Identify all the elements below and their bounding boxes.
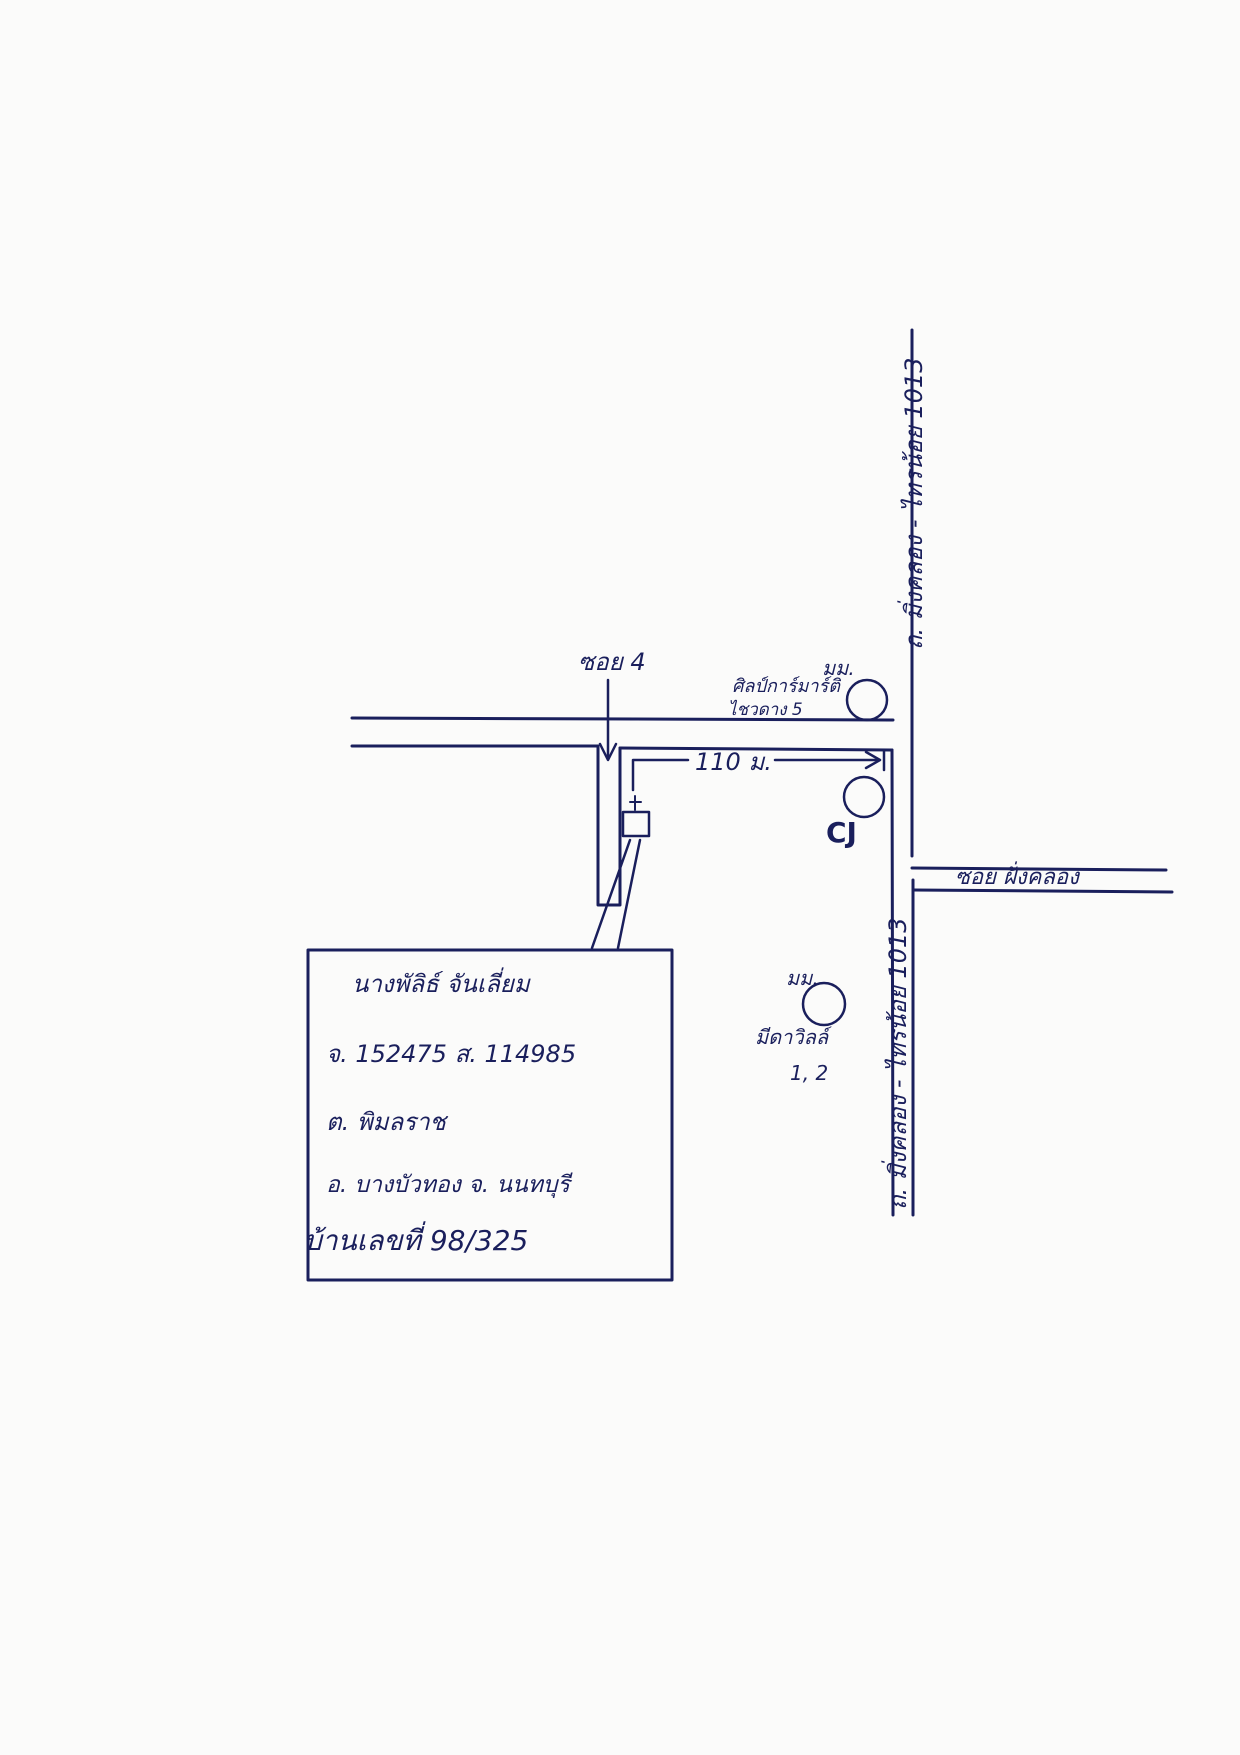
info-box: [306, 948, 674, 1282]
soi-4-lane: [596, 744, 622, 907]
house-marker: [621, 795, 651, 838]
village-south-landmark-icon: [801, 981, 847, 1027]
subdistrict: ต. พิมลราช: [326, 1108, 449, 1136]
owner-name: นางพัลิธ์ จันเลี่ยม: [352, 967, 531, 998]
callout-pointer: [590, 838, 642, 950]
soi-4-label: ซอย 4: [578, 648, 646, 676]
main-road-south-label: ถ. มิ่งคลอง - ไทรน้อย 1013: [881, 917, 912, 1210]
west-road: [350, 716, 895, 752]
district-province: อ. บางบัวทอง จ. นนทบุรี: [326, 1172, 573, 1198]
village-north-prefix: มม.: [822, 656, 855, 680]
soi-east-label: ซอย ฝั่งคลอง: [955, 861, 1081, 890]
land-coordinates: จ. 152475 ส. 114985: [326, 1040, 576, 1068]
main-road-north-label: ถ. มิ่งคลอง - ไทรน้อย 1013: [897, 357, 928, 650]
main-road: [890, 328, 915, 1217]
east-soi-road: [910, 866, 1174, 894]
village-south-prefix: มม.: [786, 966, 819, 990]
village-north-name-line2: ไชวดาง 5: [728, 699, 803, 720]
village-north-name-line1: ศิลป์การ์มาร์ติ: [732, 676, 842, 697]
distance-marker: [631, 748, 886, 792]
village-north-landmark-icon: [845, 678, 889, 722]
distance-label: 110 ม.: [695, 748, 772, 776]
village-south-phase: 1, 2: [790, 1061, 828, 1085]
house-number: บ้านเลขที่ 98/325: [304, 1221, 528, 1257]
village-south-name: มีดาวิลล์: [755, 1025, 832, 1049]
soi-4-arrow: [598, 678, 618, 762]
cj-label: CJ: [826, 816, 857, 849]
cj-store-landmark-icon: [842, 775, 886, 819]
